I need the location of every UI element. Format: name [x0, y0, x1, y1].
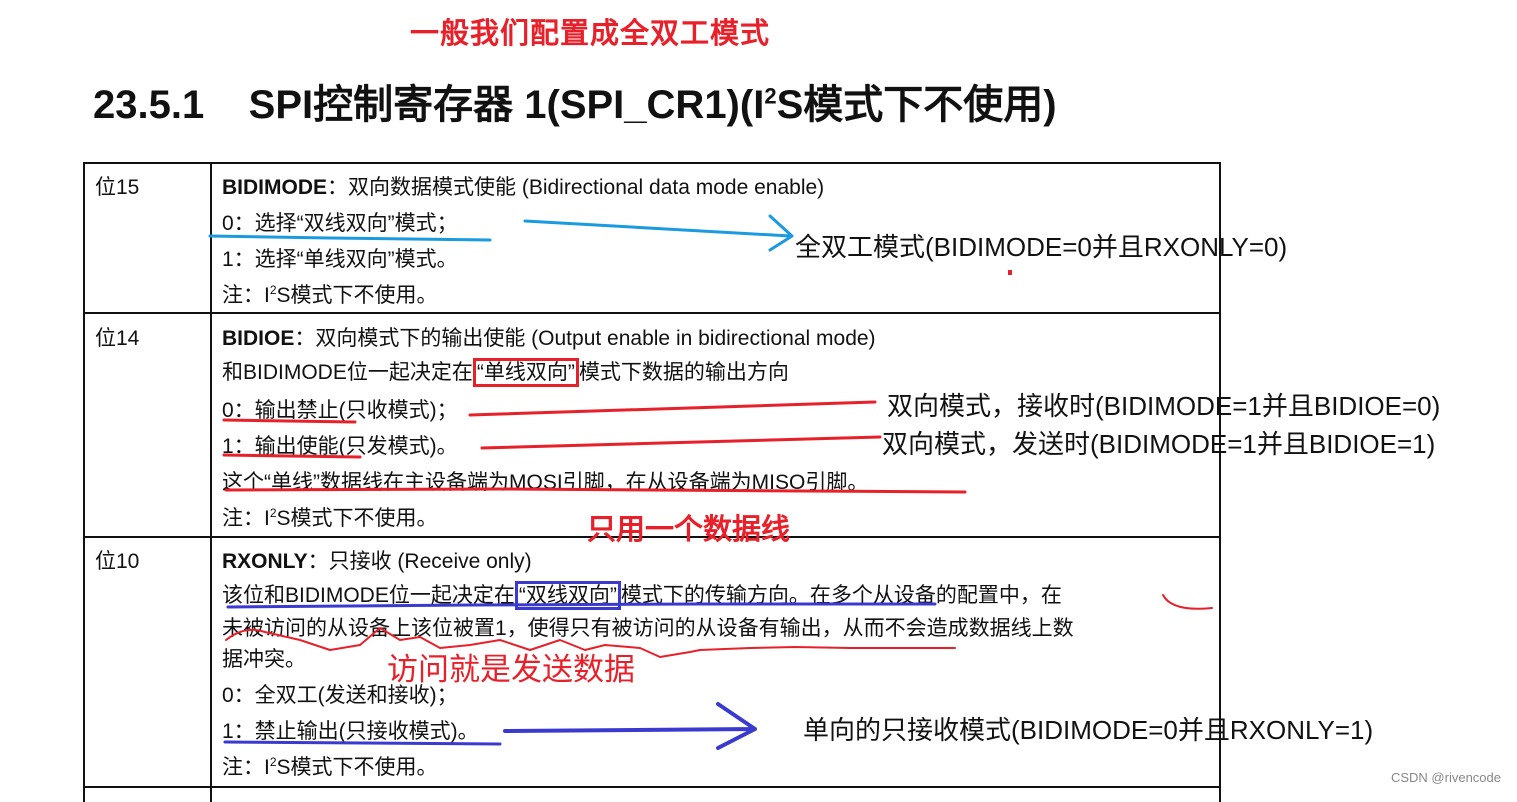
squiggle-red	[1162, 594, 1213, 610]
field-line: 0：全双工(发送和接收)；	[222, 684, 458, 707]
annotation-bidir-rx: 双向模式，接收时(BIDIMODE=1并且BIDIOE=0)	[887, 391, 1441, 421]
field-line: 和BIDIMODE位一起决定在“单线双向”模式下数据的输出方向	[222, 356, 789, 387]
column-divider	[210, 162, 212, 802]
field-line: 1：选择“单线双向”模式。	[222, 248, 458, 271]
annotation-single-line: 只用一个数据线	[587, 514, 791, 546]
annotation-rx-only: 单向的只接收模式(BIDIMODE=0并且RXONLY=1)	[803, 715, 1374, 745]
arrow-blue	[523, 214, 794, 252]
bit-label: 位15	[95, 176, 140, 199]
underline-red	[224, 487, 967, 494]
red-dot	[1008, 270, 1012, 275]
annotation-access-means-send: 访问就是发送数据	[387, 652, 635, 687]
field-note: 注：I2S模式下不使用。	[222, 755, 438, 779]
arrow-blue	[503, 702, 757, 750]
squiggle-red	[225, 627, 956, 658]
field-line: 0：选择“双线双向”模式；	[222, 212, 458, 235]
underline-blue	[223, 740, 502, 746]
field-note: 注：I2S模式下不使用。	[222, 283, 438, 307]
row-divider	[83, 786, 1221, 788]
field-line: 1：禁止输出(只接收模式)。	[222, 720, 479, 743]
row-divider	[83, 312, 1221, 314]
field-line: 1：输出使能(只发模式)。	[222, 435, 458, 458]
underline-red	[222, 435, 882, 459]
highlight-box: “单线双向”	[472, 358, 579, 387]
field-line: 该位和BIDIMODE位一起决定在“双线双向”模式下的传输方向。在多个从设备的配…	[222, 579, 1062, 610]
underline-blue	[208, 234, 492, 242]
annotation-bidir-tx: 双向模式，发送时(BIDIMODE=1并且BIDIOE=1)	[882, 429, 1436, 459]
row-divider	[83, 536, 1221, 538]
field-line: 0：输出禁止(只收模式)；	[222, 399, 458, 422]
bit-label: 位10	[95, 550, 140, 573]
field-title: BIDIMODE：双向数据模式使能 (Bidirectional data mo…	[222, 176, 825, 199]
watermark: CSDN @rivencode	[1390, 770, 1501, 785]
annotation-full-duplex: 全双工模式(BIDIMODE=0并且RXONLY=0)	[795, 232, 1288, 262]
register-table	[83, 162, 1221, 802]
field-line: 据冲突。	[222, 648, 306, 671]
highlight-box: “双线双向”	[514, 581, 621, 610]
underline-blue	[226, 602, 937, 609]
field-note: 注：I2S模式下不使用。	[222, 506, 438, 530]
section-title: 23.5.1 SPI控制寄存器 1(SPI_CR1)(I2S模式下不使用)	[93, 83, 1057, 127]
underline-red	[222, 400, 877, 424]
field-line: 未被访问的从设备上该位被置1，使得只有被访问的从设备有输出，从而不会造成数据线上…	[222, 617, 1074, 640]
bit-label: 位14	[95, 327, 140, 350]
field-title: BIDIOE：双向模式下的输出使能 (Output enable in bidi…	[222, 327, 876, 350]
annotation-heading: 一般我们配置成全双工模式	[410, 18, 771, 50]
field-title: RXONLY：只接收 (Receive only)	[222, 550, 532, 573]
